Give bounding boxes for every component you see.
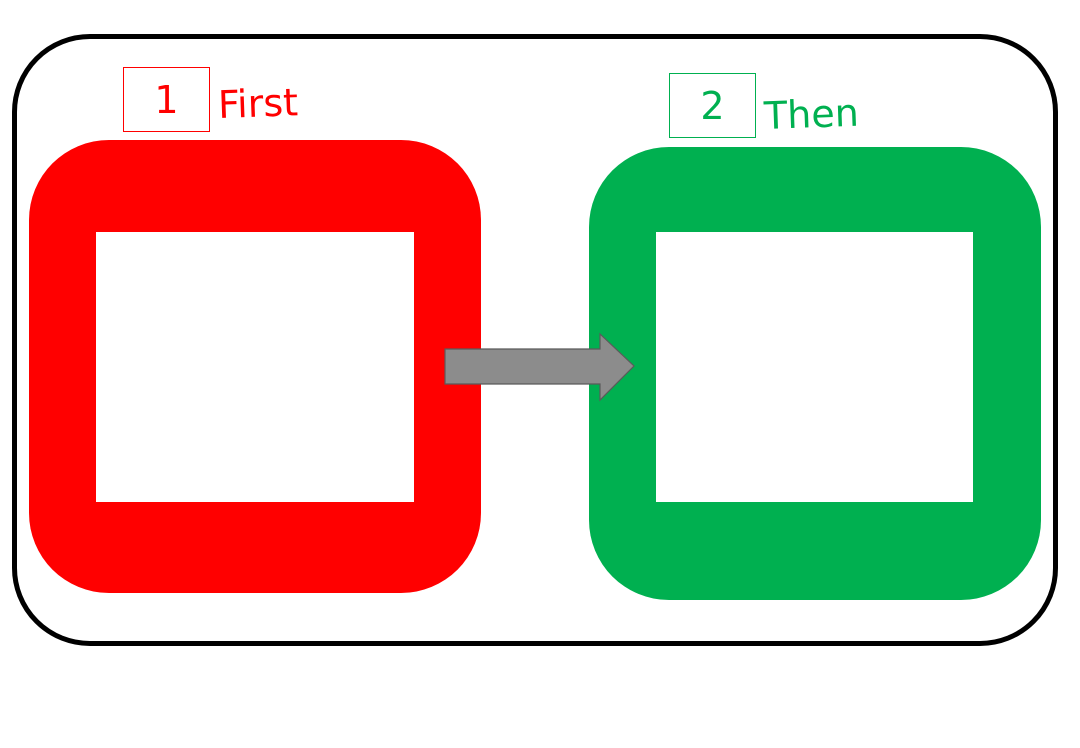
step-1-number-box: 1 — [123, 67, 210, 132]
right-arrow-icon — [444, 332, 635, 402]
step-1-label: First — [217, 80, 299, 127]
step-1-content-area — [96, 232, 414, 502]
step-2-label: Then — [763, 90, 860, 138]
step-2-number-box: 2 — [669, 73, 756, 138]
step-2-content-area — [656, 232, 973, 502]
arrow-shape — [444, 332, 635, 402]
